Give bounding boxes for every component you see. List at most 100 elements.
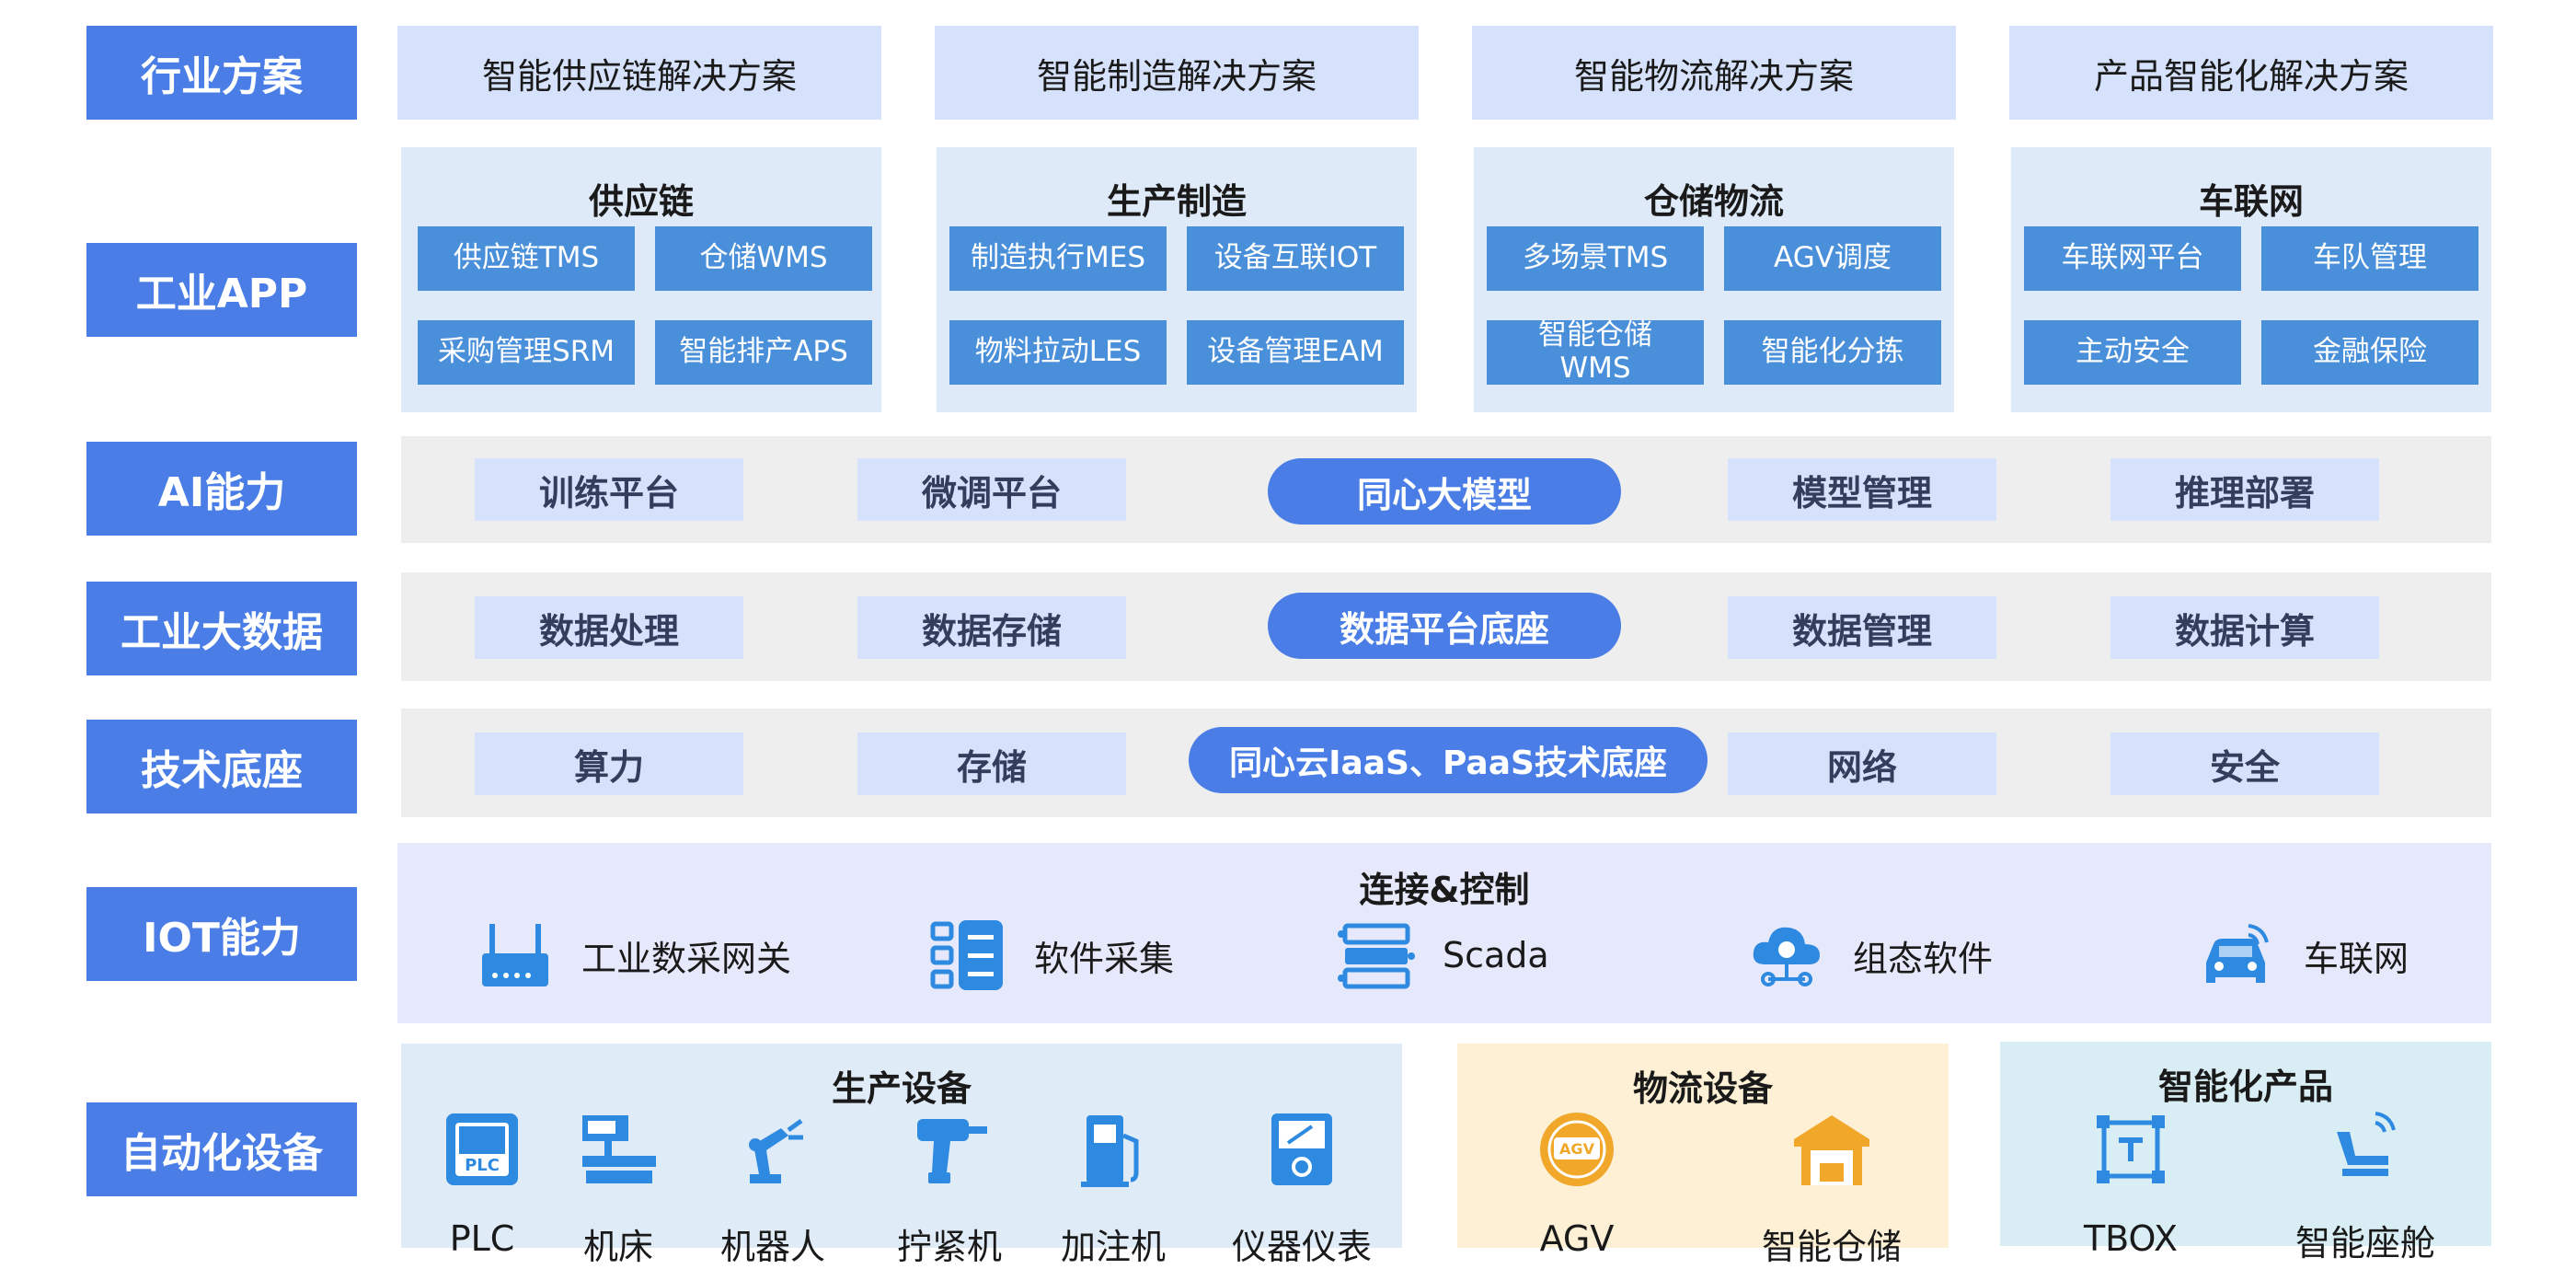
layer-label-bigdata: 工业大数据	[86, 582, 357, 675]
app-chip: 供应链TMS	[418, 226, 635, 291]
tech-cell: 安全	[2110, 733, 2379, 795]
tech-cell: 存储	[857, 733, 1126, 795]
bigdata-cell: 数据计算	[2110, 596, 2379, 659]
iot-item-gateway: 工业数采网关	[477, 909, 791, 1001]
iot-item-iov: 车联网	[2199, 909, 2409, 1001]
ai-cell: 训练平台	[475, 458, 743, 521]
device-label: TBOX	[2083, 1218, 2179, 1259]
warehouse-icon	[1794, 1115, 1869, 1185]
device-label: 智能仓储	[1761, 1227, 1902, 1267]
gateway-router-icon	[482, 924, 548, 986]
tech-cell: 算力	[475, 733, 743, 795]
tightening-drill-icon	[917, 1119, 987, 1183]
solution-manufacturing: 智能制造解决方案	[935, 26, 1419, 120]
machine-tool-icon	[582, 1115, 656, 1183]
layer-label-automation: 自动化设备	[86, 1102, 357, 1196]
app-chip: 车联网平台	[2024, 226, 2241, 291]
solution-product: 产品智能化解决方案	[2009, 26, 2493, 120]
device-label: PLC	[449, 1218, 515, 1259]
device-label: 拧紧机	[896, 1227, 1002, 1267]
app-chip: 设备互联IOT	[1187, 226, 1404, 291]
device-label: 机床	[582, 1227, 653, 1267]
ai-cell: 模型管理	[1728, 458, 1996, 521]
app-chip: 智能排产APS	[655, 320, 872, 385]
bigdata-cell: 数据存储	[857, 596, 1126, 659]
bigdata-core-pill: 数据平台底座	[1268, 593, 1621, 659]
device-plc: PLC PLC	[425, 1108, 539, 1259]
app-panel-supply-chain: 供应链 供应链TMS 仓储WMS 采购管理SRM 智能排产APS	[401, 147, 881, 412]
device-label: 智能座舱	[2294, 1223, 2435, 1263]
ai-cell: 微调平台	[857, 458, 1126, 521]
iot-item-scada: Scada	[1338, 909, 1549, 1001]
robot-arm-icon	[749, 1118, 803, 1183]
ai-band: 训练平台 微调平台 同心大模型 模型管理 推理部署	[401, 436, 2491, 543]
tech-core-pill: 同心云IaaS、PaaS技术底座	[1189, 727, 1708, 793]
app-chip: 智能仓储 WMS	[1487, 319, 1704, 385]
layer-label-app: 工业APP	[86, 243, 357, 337]
device-label: 加注机	[1060, 1227, 1166, 1267]
iot-item-software: 软件采集	[929, 909, 1174, 1001]
solution-logistics: 智能物流解决方案	[1472, 26, 1956, 120]
bigdata-cell: 数据处理	[475, 596, 743, 659]
app-chip: 多场景TMS	[1487, 226, 1704, 291]
device-group-title: 物流设备	[1632, 1068, 1773, 1109]
device-filling: 加注机	[1056, 1108, 1170, 1269]
app-chip: 采购管理SRM	[418, 320, 635, 385]
connected-car-icon	[2206, 924, 2269, 983]
app-chip: 设备管理EAM	[1187, 320, 1404, 385]
device-label: 仪器仪表	[1231, 1227, 1372, 1267]
app-chip: 主动安全	[2024, 320, 2241, 385]
app-chip: 车队管理	[2261, 226, 2478, 291]
app-chip: 制造执行MES	[949, 226, 1167, 291]
app-panel-logistics: 仓储物流 多场景TMS AGV调度 智能仓储 WMS 智能化分拣	[1474, 147, 1954, 412]
device-group-title: 生产设备	[831, 1068, 972, 1109]
app-chip: 智能化分拣	[1724, 320, 1941, 385]
device-robot: 机器人	[707, 1108, 839, 1269]
app-panel-title: 生产制造	[1106, 181, 1247, 222]
iot-item-label: Scada	[1443, 935, 1549, 975]
svg-text:AGV: AGV	[1559, 1140, 1595, 1158]
agv-icon: AGV	[1540, 1113, 1614, 1186]
iot-item-config: 组态软件	[1748, 909, 1993, 1001]
app-panel-title: 供应链	[588, 181, 694, 222]
layer-label-tech: 技术底座	[86, 720, 357, 813]
bigdata-cell: 数据管理	[1728, 596, 1996, 659]
app-chip: 仓储WMS	[655, 226, 872, 291]
filling-station-icon	[1081, 1115, 1139, 1187]
plc-icon: PLC	[446, 1113, 518, 1185]
app-panel-title: 车联网	[2198, 181, 2304, 222]
device-label: AGV	[1539, 1218, 1615, 1259]
device-agv: AGV AGV	[1520, 1108, 1634, 1259]
app-chip: 物料拉动LES	[949, 320, 1167, 385]
device-tightening: 拧紧机	[883, 1108, 1016, 1269]
tech-band: 算力 存储 同心云IaaS、PaaS技术底座 网络 安全	[401, 709, 2491, 817]
device-group-smart: 智能化产品	[2000, 1042, 2491, 1246]
device-label: 机器人	[719, 1227, 825, 1267]
bigdata-band: 数据处理 数据存储 数据平台底座 数据管理 数据计算	[401, 572, 2491, 681]
software-collect-icon	[930, 920, 1003, 990]
device-meter: 仪器仪表	[1214, 1108, 1389, 1269]
device-group-production: 生产设备	[401, 1044, 1402, 1248]
tech-cell: 网络	[1728, 733, 1996, 795]
ai-core-pill: 同心大模型	[1268, 458, 1621, 525]
scada-server-icon	[1338, 923, 1415, 989]
smart-cockpit-icon	[2337, 1112, 2396, 1176]
iot-band: 连接&控制	[397, 843, 2491, 1023]
svg-text:PLC: PLC	[465, 1156, 500, 1175]
app-panel-title: 仓储物流	[1643, 181, 1784, 222]
app-panel-iov: 车联网 车联网平台 车队管理 主动安全 金融保险	[2011, 147, 2491, 412]
cloud-config-icon	[1753, 927, 1820, 986]
app-chip: 金融保险	[2261, 320, 2478, 385]
iot-item-label: 工业数采网关	[581, 938, 792, 979]
ai-cell: 推理部署	[2110, 458, 2379, 521]
device-group-title: 智能化产品	[2157, 1067, 2333, 1107]
solution-supply-chain: 智能供应链解决方案	[397, 26, 881, 120]
device-cockpit: 智能座舱	[2278, 1104, 2453, 1265]
tbox-icon	[2097, 1115, 2165, 1183]
app-panel-manufacturing: 生产制造 制造执行MES 设备互联IOT 物料拉动LES 设备管理EAM	[937, 147, 1417, 412]
iot-item-label: 软件采集	[1034, 938, 1175, 979]
iot-item-label: 组态软件	[1853, 938, 1994, 979]
meter-icon	[1271, 1113, 1332, 1185]
app-chip: AGV调度	[1724, 226, 1941, 291]
device-tbox: TBOX	[2066, 1108, 2195, 1259]
